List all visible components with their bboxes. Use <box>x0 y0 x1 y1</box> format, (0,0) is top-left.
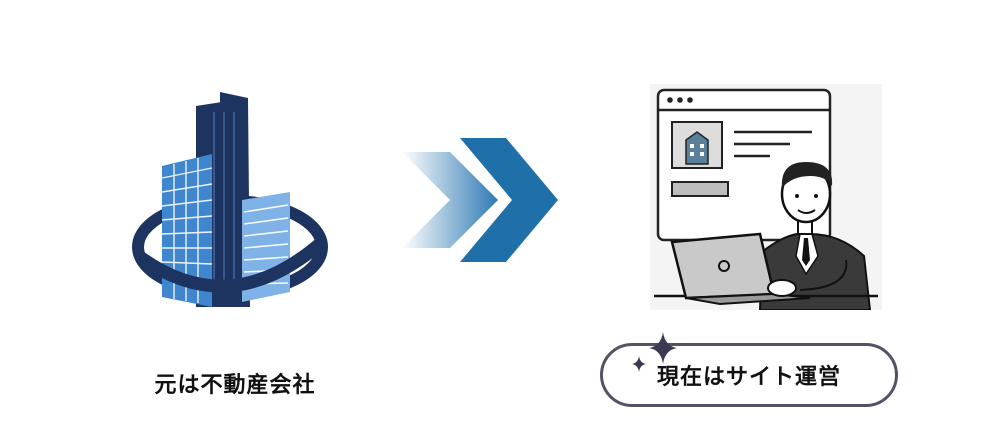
double-chevron-right-icon <box>402 138 558 262</box>
after-label-pill: 現在はサイト運営 <box>600 343 898 407</box>
after-label: 現在はサイト運営 <box>656 365 841 390</box>
businessman-at-laptop-icon <box>650 84 882 310</box>
sparkle-icon <box>632 332 677 372</box>
chevron-front <box>460 138 558 262</box>
office-building-logo-icon <box>132 92 328 307</box>
chevron-back <box>402 152 498 248</box>
small-building-icon <box>685 131 709 165</box>
before-label: 元は不動産会社 <box>154 373 316 398</box>
laptop <box>670 232 776 300</box>
